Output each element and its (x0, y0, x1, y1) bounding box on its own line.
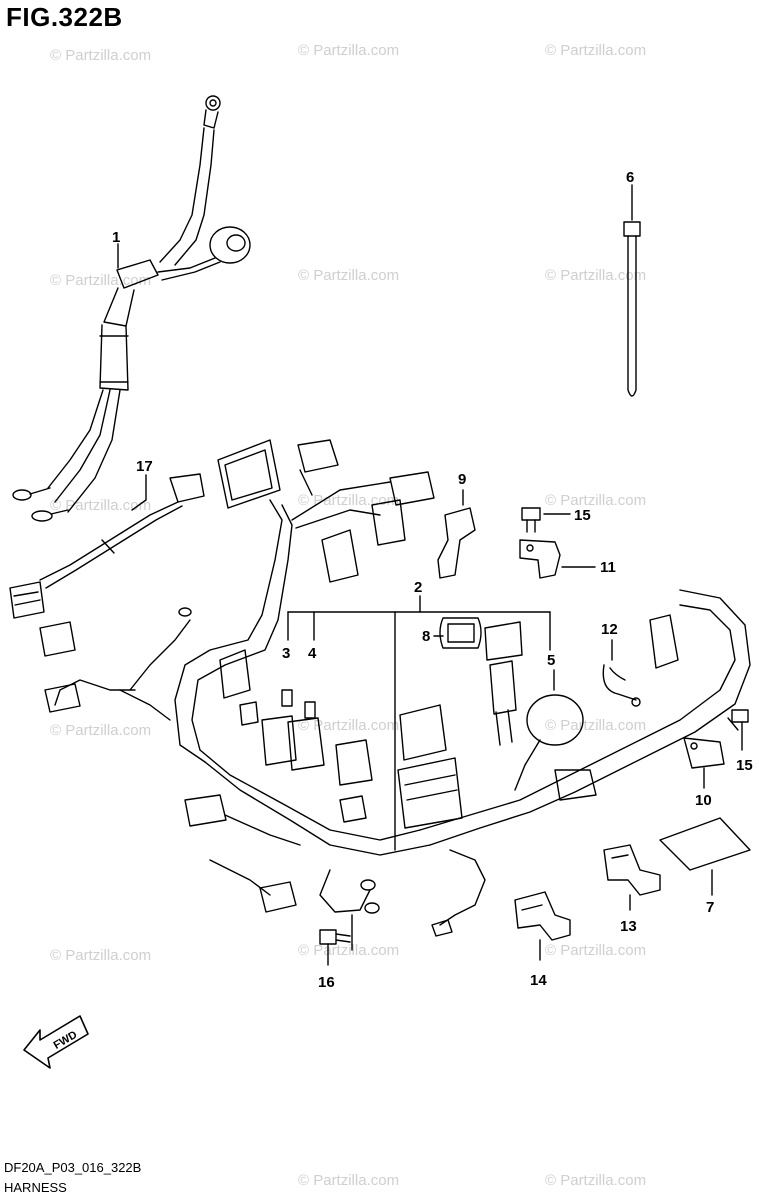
callout-15-upper: 15 (574, 507, 591, 524)
part-11-clamp (519, 539, 596, 579)
figure-title: FIG.322B (6, 2, 123, 32)
callout-4: 4 (308, 645, 317, 662)
part-13-clamp (603, 844, 661, 911)
part-17-sub-harness (9, 473, 205, 619)
watermark: © Partzilla.com (545, 717, 646, 734)
watermark: © Partzilla.com (50, 947, 151, 964)
diagram-code: DF20A_P03_016_322B (4, 1160, 142, 1175)
watermark: © Partzilla.com (298, 42, 399, 59)
part-16-bolt (319, 914, 353, 966)
part-14-clamp (514, 891, 571, 961)
callout-9: 9 (458, 471, 466, 488)
callout-10: 10 (695, 792, 712, 809)
callout-17: 17 (136, 458, 153, 475)
watermark-layer: © Partzilla.com © Partzilla.com © Partzi… (50, 42, 646, 1189)
part-10-bracket (683, 737, 725, 789)
callout-6: 6 (626, 169, 634, 186)
watermark: © Partzilla.com (50, 497, 151, 514)
part-6-cable-tie (623, 221, 641, 397)
part-8-relay (433, 617, 523, 661)
callout-16: 16 (318, 974, 335, 991)
part-15-bolt-upper (521, 507, 571, 533)
part-7-label-sheet (659, 817, 751, 896)
part-2-main-harness (39, 439, 751, 937)
watermark: © Partzilla.com (545, 267, 646, 284)
watermark: © Partzilla.com (50, 272, 151, 289)
part-15-bolt-lower (727, 709, 749, 751)
watermark: © Partzilla.com (545, 942, 646, 959)
part-1-battery-cable (12, 95, 251, 522)
part-3-fuse (281, 689, 293, 707)
watermark: © Partzilla.com (50, 722, 151, 739)
watermark: © Partzilla.com (545, 492, 646, 509)
callout-15-lower: 15 (736, 757, 753, 774)
part-4-fuse (304, 701, 316, 719)
watermark: © Partzilla.com (50, 47, 151, 64)
callout-leader-lines (117, 184, 633, 691)
callout-7: 7 (706, 899, 714, 916)
part-12-clip (602, 639, 641, 707)
callout-11: 11 (600, 559, 616, 576)
watermark: © Partzilla.com (545, 42, 646, 59)
callout-12: 12 (601, 621, 618, 638)
callout-14: 14 (530, 972, 547, 989)
callout-13: 13 (620, 918, 637, 935)
watermark: © Partzilla.com (545, 1172, 646, 1189)
diagram-caption: HARNESS (4, 1180, 67, 1195)
callout-1: 1 (112, 229, 120, 246)
callout-8: 8 (422, 628, 430, 645)
callout-numbers: 1 2 3 4 5 6 7 8 9 10 11 12 13 14 15 15 1… (112, 169, 753, 991)
part-9-bracket (437, 489, 476, 579)
watermark: © Partzilla.com (298, 717, 399, 734)
callout-2-bracket (287, 595, 551, 851)
watermark: © Partzilla.com (298, 267, 399, 284)
watermark: © Partzilla.com (298, 942, 399, 959)
watermark: © Partzilla.com (298, 1172, 399, 1189)
fwd-direction-arrow (23, 1015, 89, 1069)
callout-5: 5 (547, 652, 555, 669)
callout-2: 2 (414, 579, 422, 596)
callout-3: 3 (282, 645, 290, 662)
